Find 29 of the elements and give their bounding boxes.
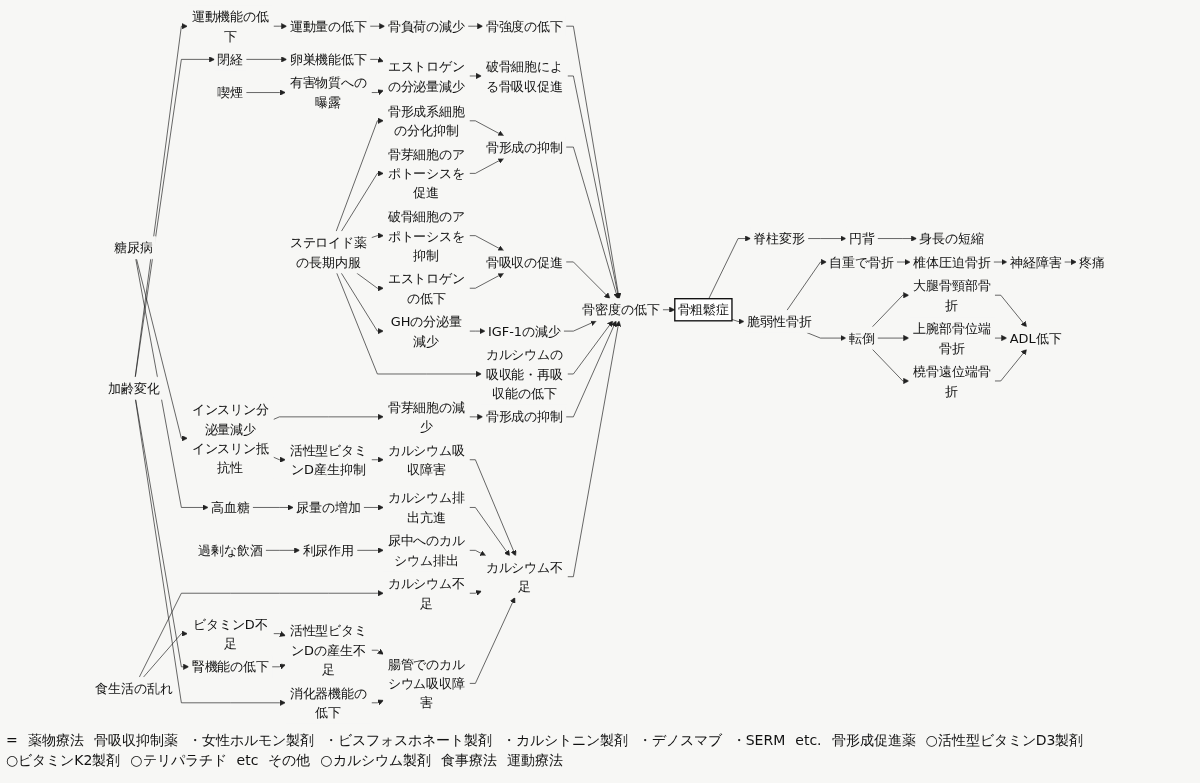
note-text: ○ビタミンK2製剤 — [6, 752, 121, 770]
note-text: ○活性型ビタミンD3製剤 — [925, 732, 1084, 750]
note-text: ・デノスマブ — [637, 732, 722, 750]
note-text: ・ビスフォスホネート製剤 — [323, 732, 492, 750]
note-text: = — [6, 732, 18, 750]
text-node: カルシウム排出亢進 — [383, 486, 470, 529]
text-node: 疼痛 — [1076, 250, 1109, 274]
text-node: 喫煙 — [214, 81, 247, 104]
note-text: ・カルシトニン製剤 — [501, 732, 628, 750]
note-text: 骨形成促進薬 — [831, 732, 916, 750]
note-text: ・女性ホルモン製剤 — [187, 732, 314, 750]
note-text: ・SERM — [731, 732, 786, 750]
note-text: 運動療法 — [506, 752, 563, 770]
note-text: 食事療法 — [440, 752, 497, 770]
note-text: etc — [236, 752, 259, 770]
note-text: 骨吸収抑制薬 — [93, 732, 178, 750]
text-node: 尿量の増加 — [293, 496, 364, 519]
note-text: 薬物療法 — [27, 732, 84, 750]
note-text: etc. — [795, 732, 822, 750]
text-node: 有害物質への曝露 — [285, 71, 372, 114]
text-node: 脆弱性骨折 — [743, 310, 815, 333]
boxed-term: 骨粗鬆症 — [674, 298, 733, 322]
text-node: 転倒 — [845, 326, 878, 350]
text-node: 糖尿病 — [111, 236, 157, 260]
note-text: ○テリパラチド — [130, 752, 227, 770]
text-node: 骨密度の低下 — [579, 298, 663, 322]
text-node: カルシウム不足 — [481, 555, 568, 598]
note-text: ○カルシウム製剤 — [320, 752, 431, 770]
note-text: その他 — [268, 752, 311, 770]
